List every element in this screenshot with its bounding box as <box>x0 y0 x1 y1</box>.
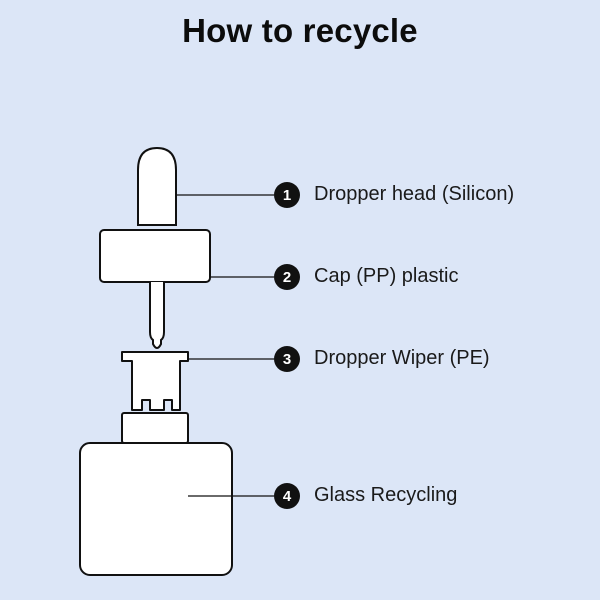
dropper-wiper-shape <box>121 351 189 411</box>
callout-label-cap: Cap (PP) plastic <box>314 265 459 287</box>
callout-label-dropper-head: Dropper head (Silicon) <box>314 183 515 205</box>
callout-badge-2: 2 <box>274 264 300 290</box>
callout-label-glass: Glass Recycling <box>314 484 458 506</box>
callout-label-dropper-wiper: Dropper Wiper (PE) <box>314 347 490 369</box>
page-title: How to recycle <box>182 12 418 49</box>
bottle-neck-shape <box>121 412 189 444</box>
cap-shape <box>99 229 211 283</box>
callout-badge-4: 4 <box>274 483 300 509</box>
dropper-head-shape <box>137 146 177 226</box>
bottle-body-shape <box>79 442 233 576</box>
callout-badge-3: 3 <box>274 346 300 372</box>
callout-badge-1: 1 <box>274 182 300 208</box>
pipette-tube-shape <box>149 282 165 350</box>
